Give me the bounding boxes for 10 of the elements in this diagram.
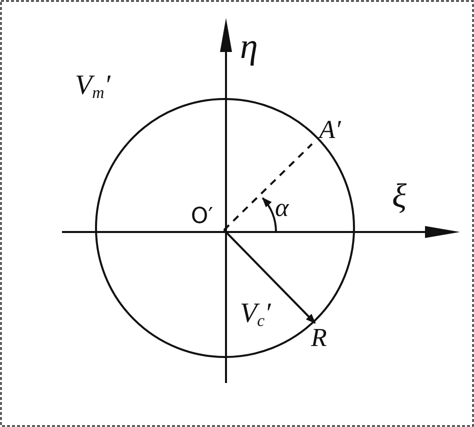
axis-label: ξ: [392, 180, 407, 214]
axis-label: η: [240, 28, 258, 64]
vector-label: V$_{c}$′: [240, 300, 271, 330]
point-label: O′: [180, 204, 224, 230]
point-label: R: [305, 323, 333, 353]
arrow: [223, 229, 316, 324]
dashed-line: [223, 143, 313, 231]
angle-label: α: [275, 195, 289, 221]
point-label: A′: [312, 116, 348, 144]
region-label: V$_{m}$′: [75, 72, 110, 102]
